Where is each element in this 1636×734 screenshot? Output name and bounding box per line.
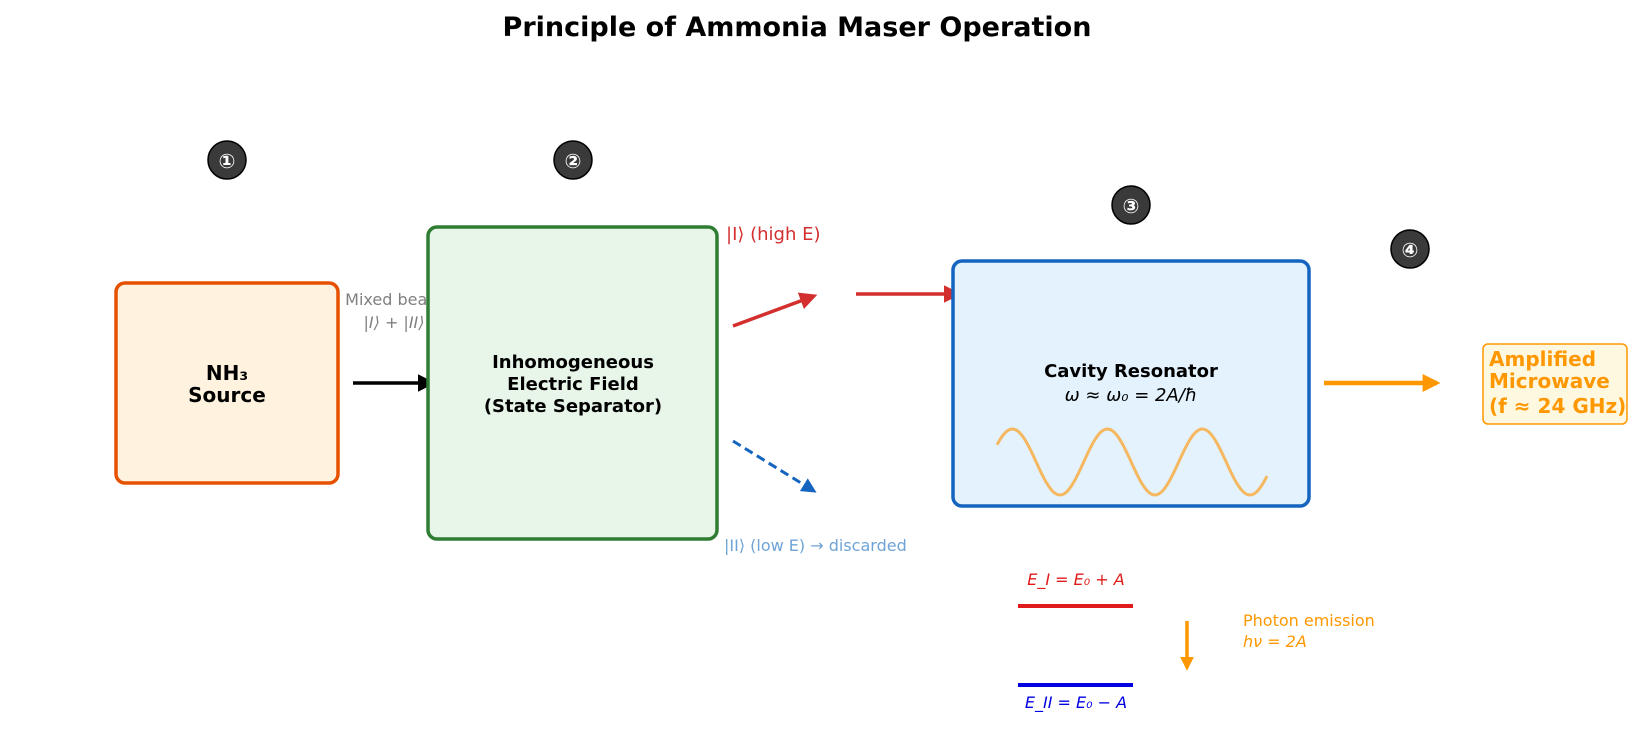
cavity-label-line1: Cavity Resonator	[1044, 361, 1218, 382]
output-label-line2: Microwave	[1489, 369, 1610, 393]
separator-label-line1: Inhomogeneous	[492, 352, 654, 373]
output-label-line1: Amplified	[1489, 347, 1596, 371]
low-state-arrow	[732, 439, 817, 493]
step-badge-1: ①	[207, 140, 247, 180]
high-state-arrow-1	[732, 292, 818, 328]
output-box: Amplified Microwave (f ≈ 24 GHz)	[1482, 343, 1628, 425]
separator-label-line2: Electric Field	[507, 374, 639, 395]
energy-upper-label: E_I = E₀ + A	[1027, 570, 1124, 590]
step-badge-1-label: ①	[219, 149, 236, 173]
photon-label-line2: hν = 2A	[1243, 632, 1307, 651]
separator-label-line3: (State Separator)	[484, 396, 662, 417]
photon-label-line1: Photon emission	[1243, 611, 1375, 630]
source-box: NH₃ Source	[114, 281, 340, 485]
step-badge-2-label: ②	[565, 149, 582, 173]
low-state-label: |II⟩ (low E) → discarded	[724, 536, 907, 555]
cavity-box: Cavity Resonator ω ≈ ω₀ = 2A/ħ	[951, 259, 1311, 508]
source-label-line1: NH₃	[206, 361, 248, 385]
source-label-line2: Source	[188, 383, 266, 407]
output-label-line3: (f ≈ 24 GHz)	[1489, 394, 1626, 418]
energy-lower-label: E_II = E₀ − A	[1025, 693, 1127, 713]
cavity-label-line2: ω ≈ ω₀ = 2A/ħ	[1065, 385, 1198, 406]
step-badge-3: ③	[1111, 185, 1151, 225]
step-badge-4: ④	[1390, 229, 1430, 269]
step-badge-2: ②	[553, 140, 593, 180]
step-badge-3-label: ③	[1123, 194, 1140, 218]
separator-box: Inhomogeneous Electric Field (State Sepa…	[426, 225, 719, 541]
step-badge-4-label: ④	[1402, 238, 1419, 262]
mixed-beam-label-line1: Mixed beam	[345, 290, 443, 309]
mixed-beam-label-line2: |I⟩ + |II⟩	[364, 313, 425, 332]
high-state-label: |I⟩ (high E)	[726, 224, 821, 245]
microwave-wave	[995, 427, 1269, 497]
page-title: Principle of Ammonia Maser Operation	[503, 12, 1092, 43]
